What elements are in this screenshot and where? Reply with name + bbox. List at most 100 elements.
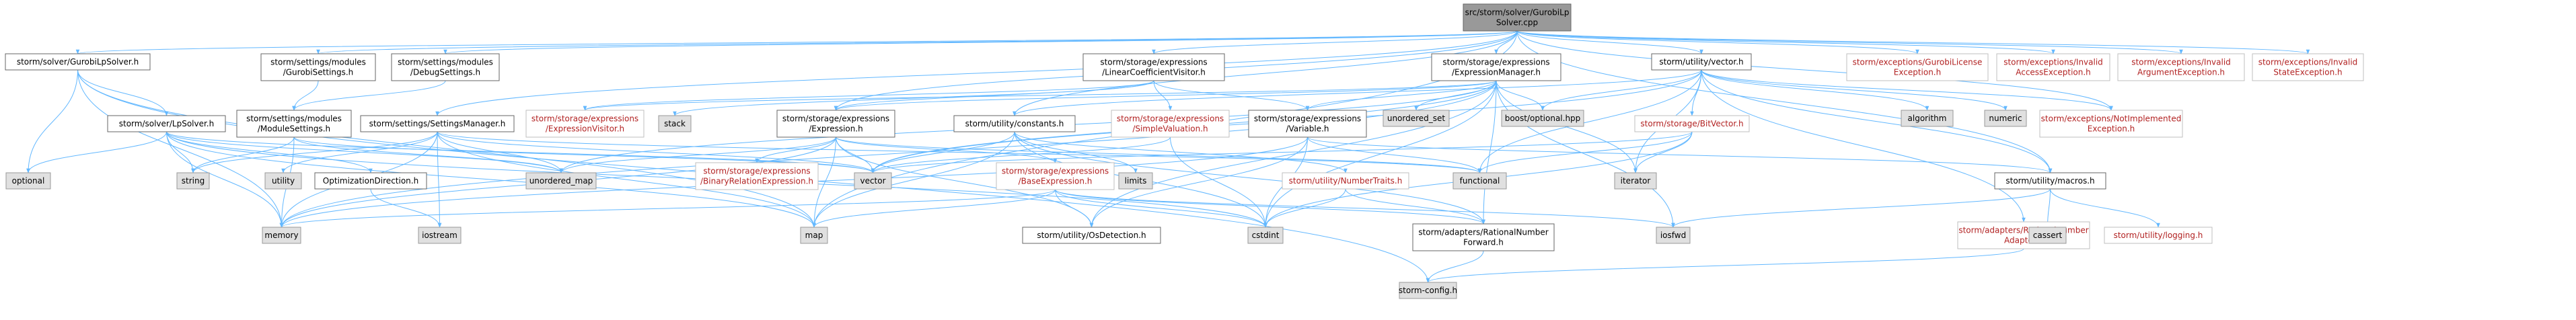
edge-Expression-to-map xyxy=(812,136,836,228)
node-vector_std[interactable]: vector xyxy=(854,172,892,190)
node-iterator[interactable]: iterator xyxy=(1614,172,1657,190)
node-box xyxy=(1111,110,1230,138)
node-SettingsManager[interactable]: storm/settings/SettingsManager.h xyxy=(360,115,515,132)
edge-SettingsManager-to-utility xyxy=(281,131,438,173)
node-Variable[interactable]: storm/storage/expressions/Variable.h xyxy=(1248,110,1367,138)
node-logging[interactable]: storm/utility/logging.h xyxy=(2104,227,2213,244)
node-label: /SimpleValuation.h xyxy=(1132,124,1208,134)
edge-LpSolver-to-memory xyxy=(166,131,284,228)
edge-Expression-to-BaseExpr xyxy=(836,136,1058,163)
node-algorithm[interactable]: algorithm xyxy=(1901,110,1954,127)
node-InvalidArgEx[interactable]: storm/exceptions/InvalidArgumentExceptio… xyxy=(2117,53,2245,81)
edge-DebugSettings-to-ModuleSettings xyxy=(292,80,446,111)
node-BitVector[interactable]: storm/storage/BitVector.h xyxy=(1634,115,1750,132)
node-box xyxy=(2117,53,2245,81)
edge-root-to-SettingsManager xyxy=(435,30,1518,116)
node-SimpleValuation[interactable]: storm/storage/expressions/SimpleValuatio… xyxy=(1111,110,1230,138)
node-memory[interactable]: memory xyxy=(262,227,301,244)
node-GurobiLicenseEx[interactable]: storm/exceptions/GurobiLicenseException.… xyxy=(1846,53,1989,81)
node-label: /ExpressionManager.h xyxy=(1452,68,1541,77)
node-macros[interactable]: storm/utility/macros.h xyxy=(1994,172,2106,190)
node-map[interactable]: map xyxy=(800,227,828,244)
node-GurobiSettings[interactable]: storm/settings/modules/GurobiSettings.h xyxy=(260,53,376,81)
node-label: optional xyxy=(12,176,45,186)
node-box xyxy=(2104,227,2213,244)
node-box xyxy=(5,172,51,190)
node-box xyxy=(1846,53,1989,81)
edge-macros-to-cassert xyxy=(2045,188,2051,228)
node-optional_std[interactable]: optional xyxy=(5,172,51,190)
node-box xyxy=(1651,53,1752,71)
node-label: Exception.h xyxy=(1894,68,1941,77)
node-BaseExpr[interactable]: storm/storage/expressions/BaseExpression… xyxy=(996,162,1115,190)
node-BinaryRelExpr[interactable]: storm/storage/expressions/BinaryRelation… xyxy=(695,162,819,190)
node-stormconfig[interactable]: storm-config.h xyxy=(1399,282,1457,299)
node-LpSolver[interactable]: storm/solver/LpSolver.h xyxy=(107,115,226,132)
node-cstdint[interactable]: cstdint xyxy=(1247,227,1284,244)
node-box xyxy=(1463,3,1572,32)
edge-ExprManager-to-optional xyxy=(1496,80,1545,111)
node-optional[interactable]: boost/optional.hpp xyxy=(1501,110,1584,127)
node-unordered_map[interactable]: unordered_map xyxy=(525,172,597,190)
node-iostream[interactable]: iostream xyxy=(418,227,462,244)
node-stack[interactable]: stack xyxy=(658,115,692,132)
node-OptDirection[interactable]: OptimizationDirection.h xyxy=(314,172,427,190)
node-ExprVisitor[interactable]: storm/storage/expressions/ExpressionVisi… xyxy=(525,110,645,138)
node-box xyxy=(1082,53,1225,81)
node-NotImplEx[interactable]: storm/exceptions/NotImplementedException… xyxy=(2039,110,2183,138)
edge-ExprManager-to-Expression xyxy=(834,80,1497,111)
node-DebugSettings[interactable]: storm/settings/modules/DebugSettings.h xyxy=(391,53,500,81)
edge-RationalNumberAdapter-to-stormconfig xyxy=(1426,248,2024,283)
node-box xyxy=(1957,221,2090,249)
edge-LinearCoeff-to-Variable xyxy=(1153,80,1310,111)
node-label: unordered_set xyxy=(1387,114,1446,123)
node-functional[interactable]: functional xyxy=(1452,172,1507,190)
node-box xyxy=(525,172,597,190)
node-label: storm/utility/NumberTraits.h xyxy=(1289,176,1403,186)
node-LinearCoeff[interactable]: storm/storage/expressions/LinearCoeffici… xyxy=(1082,53,1225,81)
edge-LpSolver-to-vector_std xyxy=(166,131,875,173)
node-constants[interactable]: storm/utility/constants.h xyxy=(953,115,1076,132)
edge-SimpleValuation-to-vector_std xyxy=(871,136,1171,173)
node-label: storm/exceptions/Invalid xyxy=(2003,58,2103,67)
node-label: unordered_map xyxy=(529,176,593,186)
node-cassert[interactable]: cassert xyxy=(2028,227,2067,244)
node-iosfwd[interactable]: iosfwd xyxy=(1656,227,1691,244)
edge-LinearCoeff-to-stack xyxy=(673,80,1154,116)
node-ExprManager[interactable]: storm/storage/expressions/ExpressionMana… xyxy=(1431,53,1561,81)
node-ModuleSettings[interactable]: storm/settings/modules/ModuleSettings.h xyxy=(236,110,352,138)
edge-vector_h-to-functional xyxy=(1477,69,1702,173)
node-limits[interactable]: limits xyxy=(1118,172,1153,190)
node-label: storm/adapters/RationalNumber xyxy=(1958,226,2088,235)
node-label: algorithm xyxy=(1908,114,1947,123)
node-vector_h[interactable]: storm/utility/vector.h xyxy=(1651,53,1752,71)
node-string[interactable]: string xyxy=(176,172,210,190)
node-unordered_set[interactable]: unordered_set xyxy=(1383,110,1450,127)
node-NumberTraits[interactable]: storm/utility/NumberTraits.h xyxy=(1282,172,1409,190)
node-label: storm/exceptions/NotImplemented xyxy=(2041,114,2182,124)
node-box xyxy=(1431,53,1561,81)
node-utility[interactable]: utility xyxy=(264,172,302,190)
node-label: functional xyxy=(1460,176,1500,186)
edge-constants-to-limits xyxy=(1014,131,1138,173)
node-box xyxy=(854,172,892,190)
node-InvalidAccessEx[interactable]: storm/exceptions/InvalidAccessException.… xyxy=(1996,53,2110,81)
node-numeric[interactable]: numeric xyxy=(1984,110,2027,127)
node-label: storm/settings/modules xyxy=(398,58,493,67)
edge-NumberTraits-to-cstdint xyxy=(1263,188,1346,228)
edge-GurobiLpSolver-to-memory xyxy=(77,69,284,228)
node-OsDetection[interactable]: storm/utility/OsDetection.h xyxy=(1022,227,1161,244)
node-label: stack xyxy=(664,119,686,128)
edge-SettingsManager-to-string xyxy=(191,131,438,173)
node-label: storm/adapters/RationalNumber xyxy=(1418,228,1548,237)
node-Expression[interactable]: storm/storage/expressions/Expression.h xyxy=(776,110,895,138)
node-root[interactable]: src/storm/solver/GurobiLpSolver.cpp xyxy=(1463,3,1572,32)
node-GurobiLpSolver[interactable]: storm/solver/GurobiLpSolver.h xyxy=(5,53,151,71)
node-box xyxy=(314,172,427,190)
node-box xyxy=(776,110,895,138)
edge-vector_h-to-BitVector xyxy=(1690,69,1702,116)
edge-constants-to-NumberTraits xyxy=(1014,131,1348,173)
